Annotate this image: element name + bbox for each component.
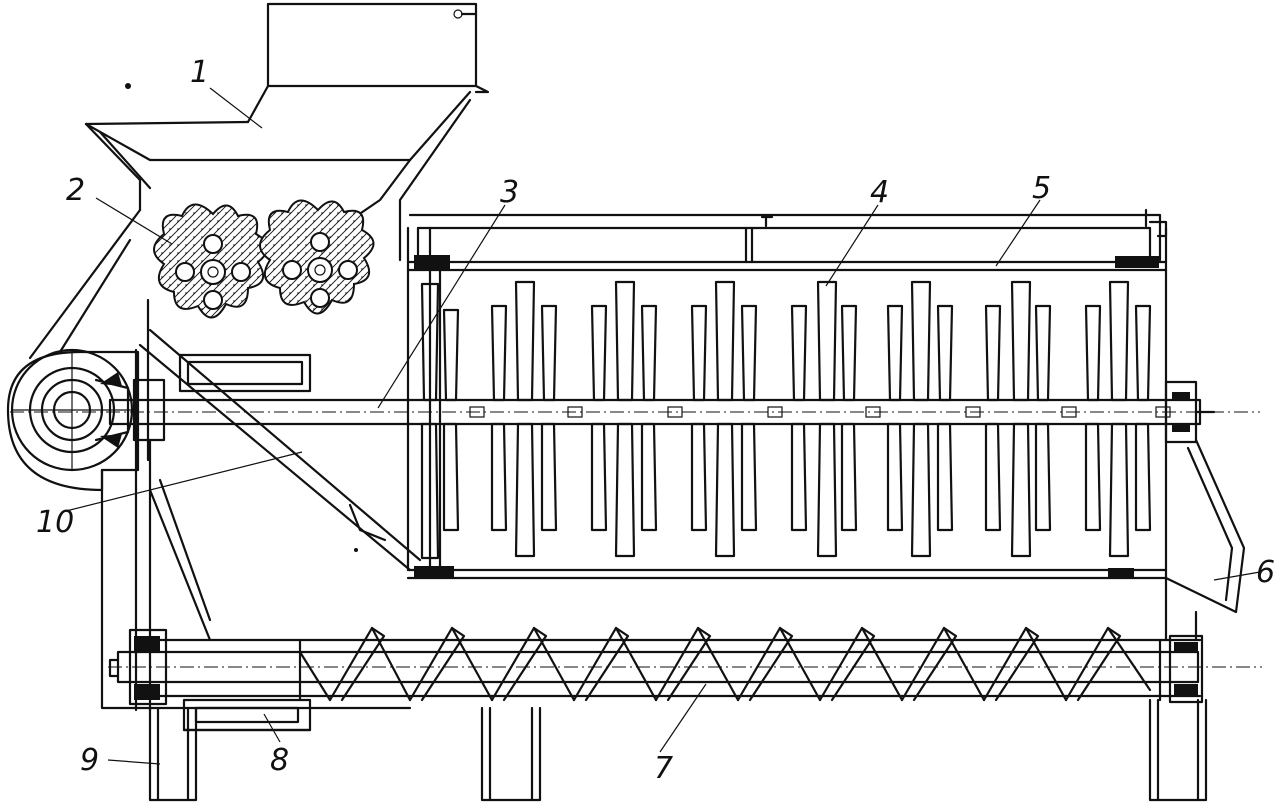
- callout-9: 9: [80, 743, 99, 778]
- drum-housing: [406, 208, 1168, 582]
- shaft-keys: [469, 406, 1171, 418]
- callout-8: 8: [270, 743, 289, 778]
- callout-5: 5: [1032, 171, 1051, 206]
- screw-conveyor: [108, 626, 1262, 706]
- callout-7: 7: [654, 751, 673, 786]
- callout-labels: 1 2 3 4 5 6 7 8 9 10: [36, 55, 1275, 786]
- beater-paddles: [420, 280, 1152, 560]
- drive-pulley: [6, 348, 166, 492]
- crusher-rollers: [153, 199, 375, 319]
- support-legs: [148, 578, 1208, 802]
- callout-6: 6: [1256, 555, 1275, 590]
- crusher-roller-right: [259, 199, 375, 315]
- leader-lines: [61, 87, 1261, 765]
- left-frame: [28, 208, 422, 712]
- callout-2: 2: [66, 173, 85, 208]
- callout-3: 3: [500, 175, 519, 210]
- discharge-chute: [1164, 410, 1246, 614]
- callout-1: 1: [190, 55, 209, 90]
- feed-hopper: [84, 2, 490, 262]
- callout-10: 10: [36, 505, 74, 540]
- outlet-box: [182, 698, 312, 732]
- callout-4: 4: [870, 175, 889, 210]
